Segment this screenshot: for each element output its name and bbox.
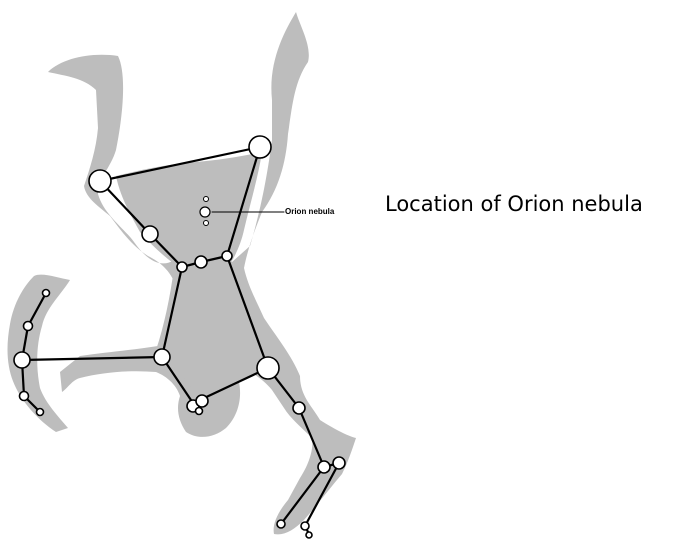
star-foot [293, 402, 305, 414]
star-betelgeuse [89, 170, 111, 192]
star-club-d [301, 522, 309, 530]
star-belt-alnitak [177, 262, 187, 272]
star-shield-c [14, 352, 30, 368]
star-orion-nebula [200, 207, 210, 217]
star-sword-top [204, 197, 209, 202]
star-sword-bottom [204, 221, 209, 226]
star-knee-c [196, 408, 203, 415]
star-club-e [306, 532, 312, 538]
star-club-c [277, 520, 285, 528]
star-rigel [257, 357, 279, 379]
star-bellatrix [249, 136, 271, 158]
star-knee-b [196, 395, 208, 407]
nebula-location-caption: Location of Orion nebula [385, 190, 684, 218]
star-saiph [154, 349, 170, 365]
star-shield-b [24, 322, 33, 331]
star-belt-alnilam [195, 256, 207, 268]
star-shield-a [43, 290, 50, 297]
star-club-b [333, 457, 345, 469]
star-shoulder [142, 226, 158, 242]
star-belt-mintaka [222, 251, 232, 261]
star-shield-d [20, 392, 29, 401]
orion-nebula-label: Orion nebula [285, 207, 335, 216]
star-shield-e [37, 409, 44, 416]
star-club-a [318, 461, 330, 473]
